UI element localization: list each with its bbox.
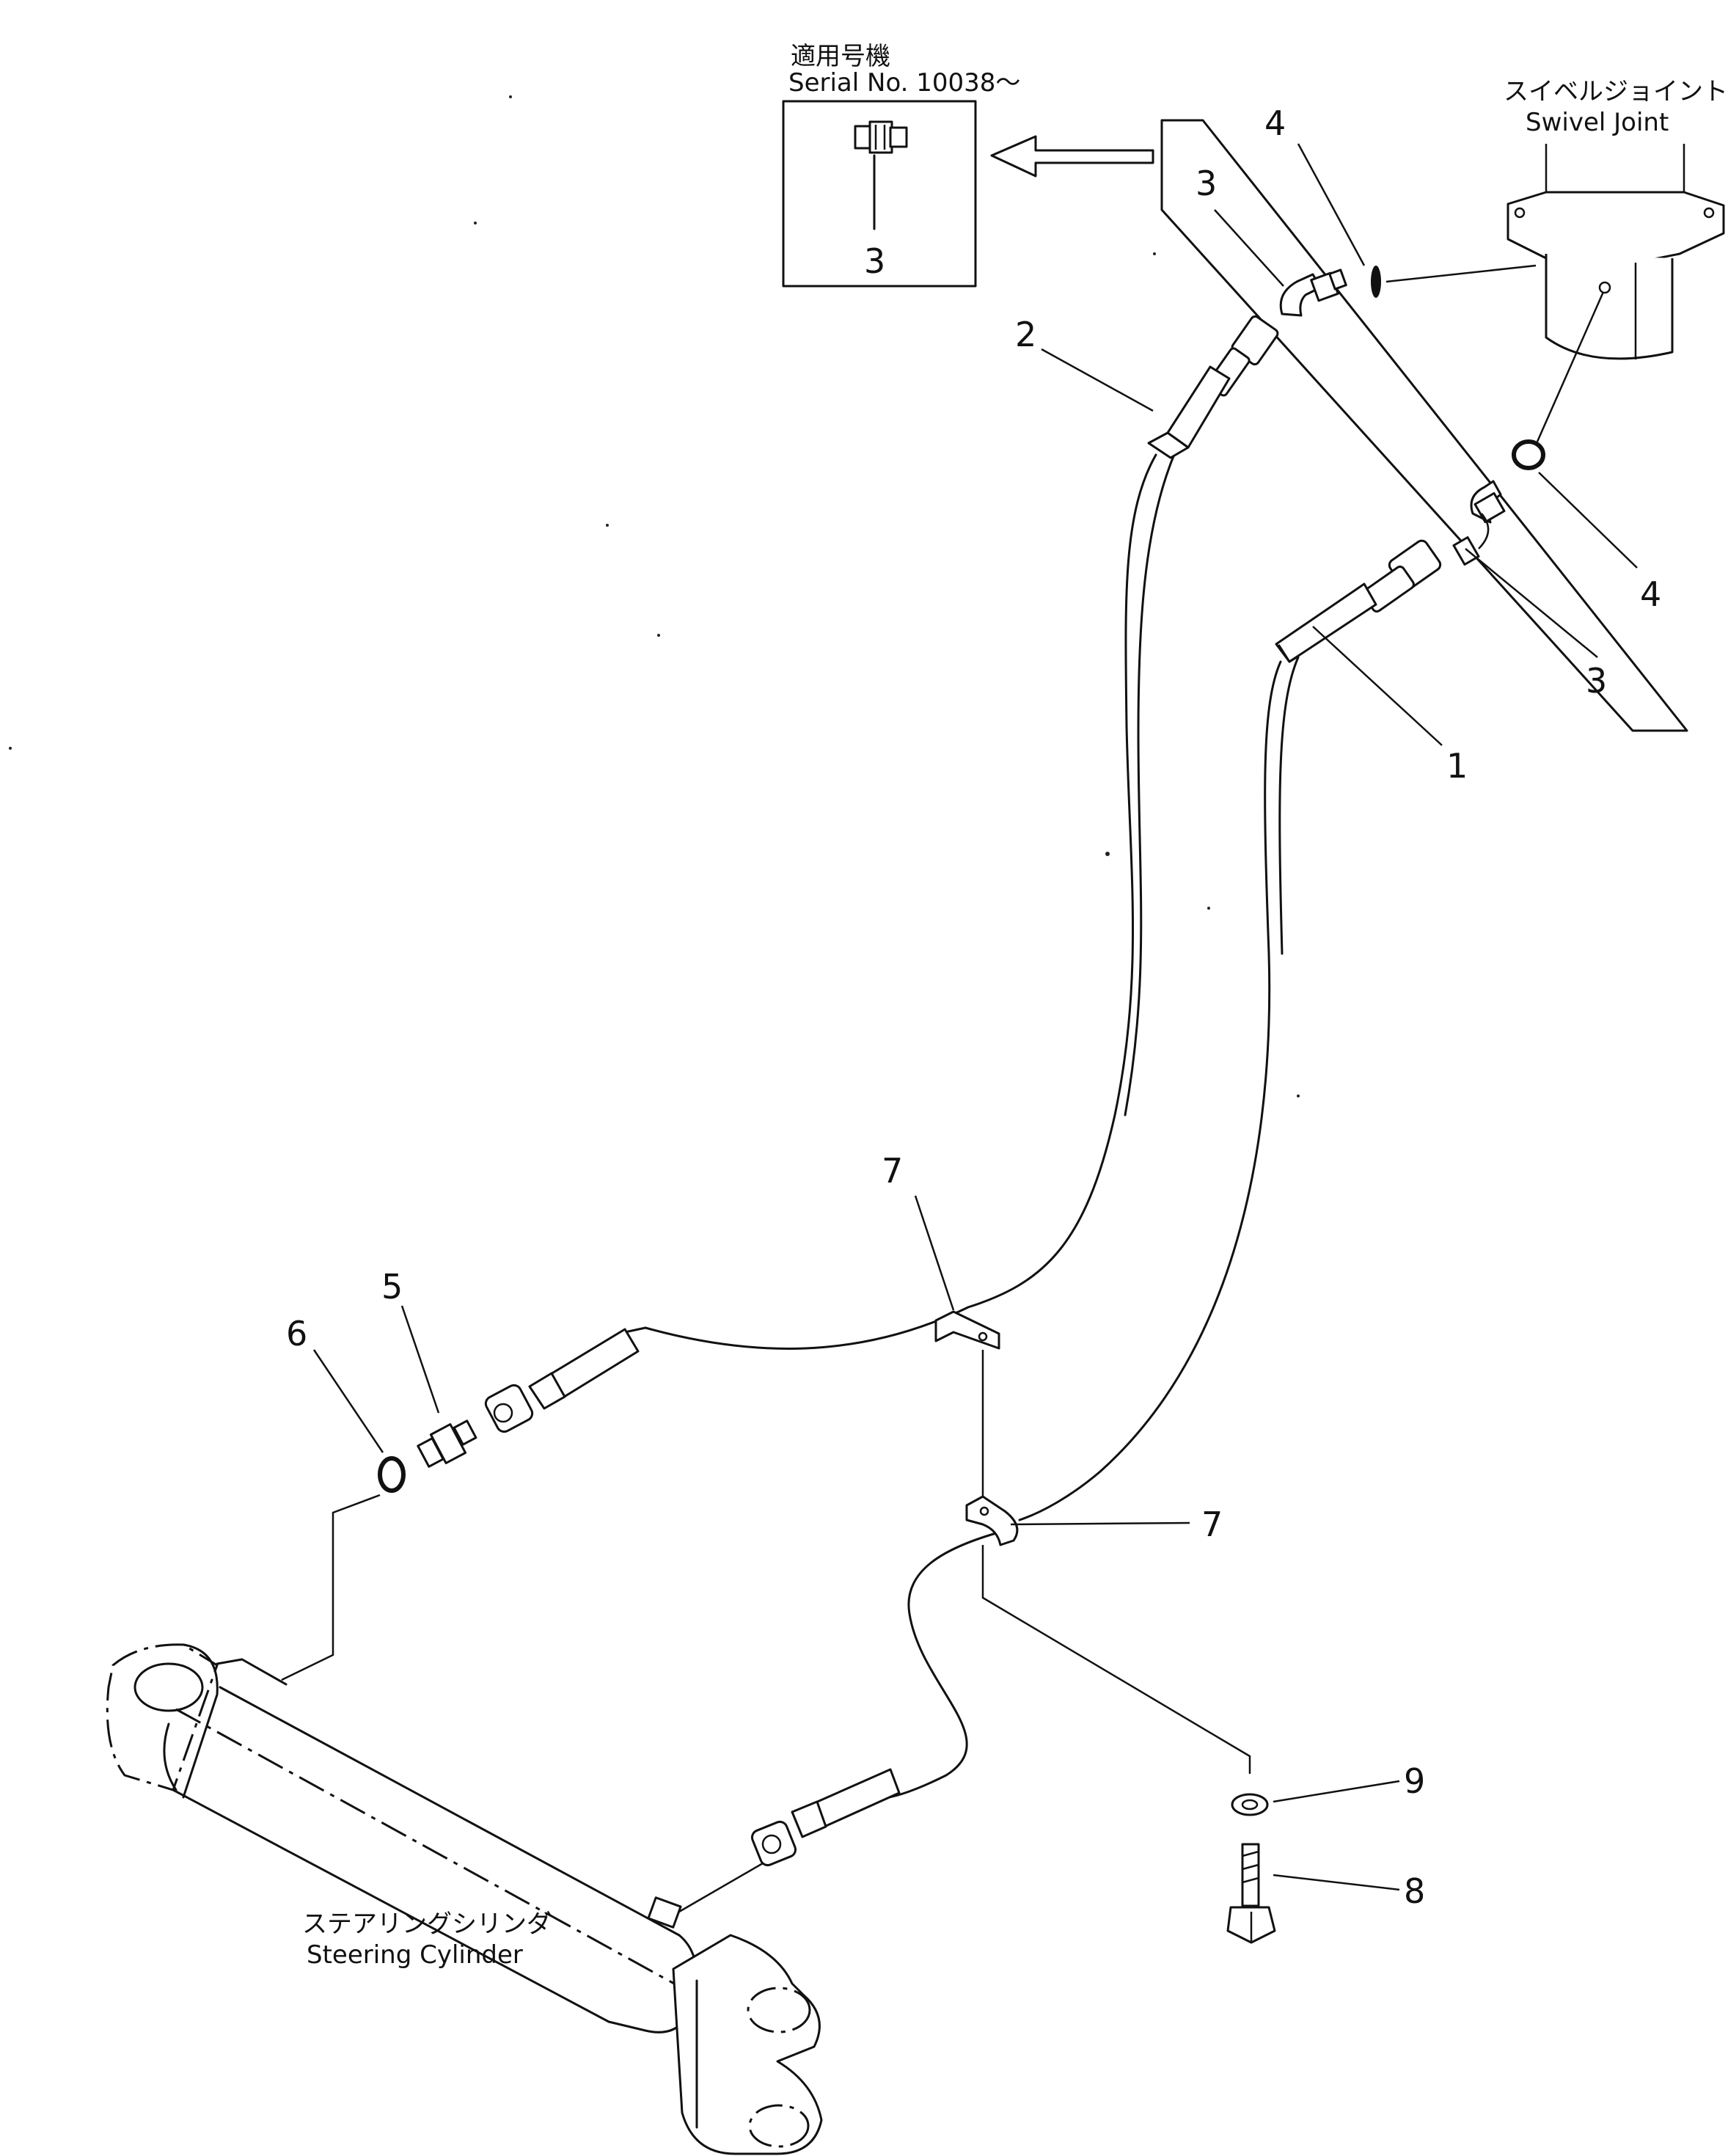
callout-3-lower: 3 [1586, 661, 1607, 701]
callout-1: 1 [1446, 746, 1468, 786]
bolt [1226, 1843, 1276, 1944]
callout-4-lower: 4 [1640, 574, 1661, 614]
swivel-joint: スイベルジョイント Swivel Joint [1504, 77, 1728, 360]
clamp-upper [934, 1310, 1000, 1350]
inset-adapter-part [854, 120, 908, 154]
elbow-fitting-upper [1279, 268, 1347, 317]
callout-4-upper: 4 [1264, 103, 1286, 143]
elbow-fitting-lower [1452, 480, 1506, 566]
o-ring-lower [1512, 439, 1545, 470]
scan-specks [9, 95, 1300, 1097]
callout-3-upper: 3 [1196, 164, 1217, 203]
clamp-lower [965, 1495, 1019, 1546]
inset-frame [782, 100, 977, 288]
washer [1231, 1793, 1269, 1816]
inset-part-label: 3 [864, 241, 885, 281]
steering-cylinder-en-label: Steering Cylinder [307, 1940, 523, 1970]
serial-inset: 適用号機 Serial No. 10038～ 3 [782, 42, 1020, 288]
callout-2: 2 [1015, 315, 1036, 354]
callout-6: 6 [286, 1314, 307, 1353]
adapter-fitting [417, 1419, 477, 1468]
inset-serial-text: Serial No. 10038～ [788, 68, 1020, 98]
inset-arrow [990, 135, 1154, 178]
callout-7-upper: 7 [882, 1151, 903, 1191]
o-ring-cylinder [378, 1456, 406, 1493]
callout-8: 8 [1404, 1871, 1425, 1911]
callout-9: 9 [1404, 1761, 1425, 1801]
callout-7-lower: 7 [1201, 1505, 1223, 1544]
steering-cylinder: ステアリングシリンダ Steering Cylinder [106, 1643, 823, 2155]
callout-5: 5 [381, 1267, 403, 1307]
o-ring-upper [1371, 266, 1381, 298]
frame-plate [1160, 119, 1688, 732]
hose-2 [484, 315, 1279, 1433]
inset-jp-title: 適用号機 [791, 42, 890, 71]
hose-1 [750, 539, 1442, 1867]
swivel-joint-jp-label: スイベルジョイント [1504, 77, 1728, 106]
swivel-joint-en-label: Swivel Joint [1526, 108, 1669, 137]
